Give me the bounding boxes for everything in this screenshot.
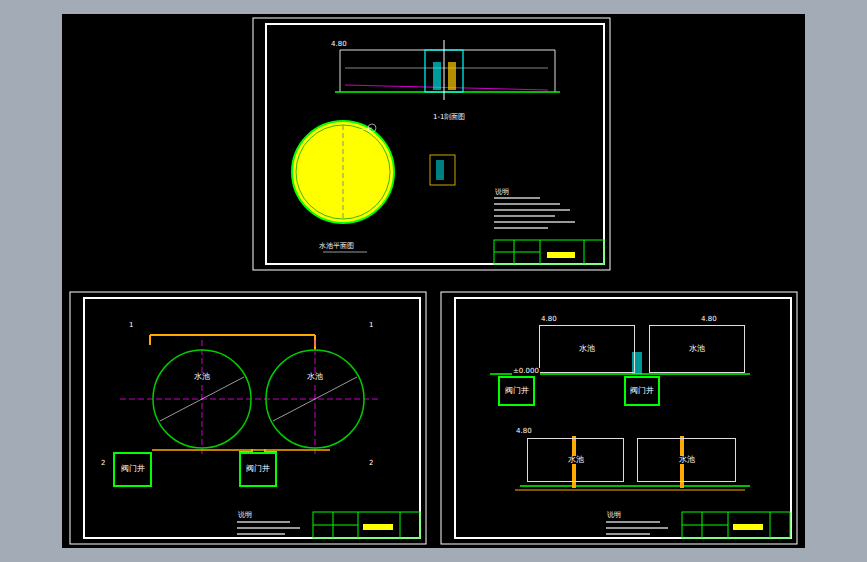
tank-box: 水池 <box>527 438 624 482</box>
drawing-label: 1 <box>128 322 134 330</box>
drawing-label: 1 <box>368 322 374 330</box>
node-label: 阀门井 <box>504 387 530 396</box>
node-label: 水池 <box>567 456 585 465</box>
drawing-label: 4.80 <box>515 428 533 436</box>
node-label: 阀门井 <box>245 465 271 474</box>
drawing-label: ±0.000 <box>512 368 540 376</box>
node-label: 水池 <box>678 456 696 465</box>
circle-outline <box>152 349 252 449</box>
drawing-label: 1-1剖面图 <box>432 114 466 122</box>
tank-box: 阀门井 <box>498 376 535 406</box>
drawing-label: 4.80 <box>700 316 718 324</box>
drawing-label: 2 <box>368 460 374 468</box>
node-label: 阀门井 <box>629 387 655 396</box>
drawing-label: 说明 <box>237 512 253 520</box>
circle-outline <box>265 349 365 449</box>
tank-box: 水池 <box>637 438 736 482</box>
node-label: 阀门井 <box>120 465 146 474</box>
tank-box: 阀门井 <box>624 376 660 406</box>
drawing-label: 4.80 <box>330 41 348 49</box>
node-label: 水池 <box>688 345 706 354</box>
drawing-label: 说明 <box>606 512 622 520</box>
drawing-label: 水池平面图 <box>318 243 355 251</box>
pool-circle: 水池 <box>152 349 252 449</box>
tank-box: 阀门井 <box>113 452 152 487</box>
tank-box: 阀门井 <box>239 452 277 487</box>
tank-box: 水池 <box>539 325 635 373</box>
pool-circle: 水池 <box>265 349 365 449</box>
tank-box: 水池 <box>649 325 745 373</box>
drawing-label: 4.80 <box>540 316 558 324</box>
node-label: 水池 <box>578 345 596 354</box>
node-label: 水池 <box>306 373 324 382</box>
drawing-label: 2 <box>100 460 106 468</box>
drawing-label: 说明 <box>494 189 510 197</box>
node-label: 水池 <box>193 373 211 382</box>
